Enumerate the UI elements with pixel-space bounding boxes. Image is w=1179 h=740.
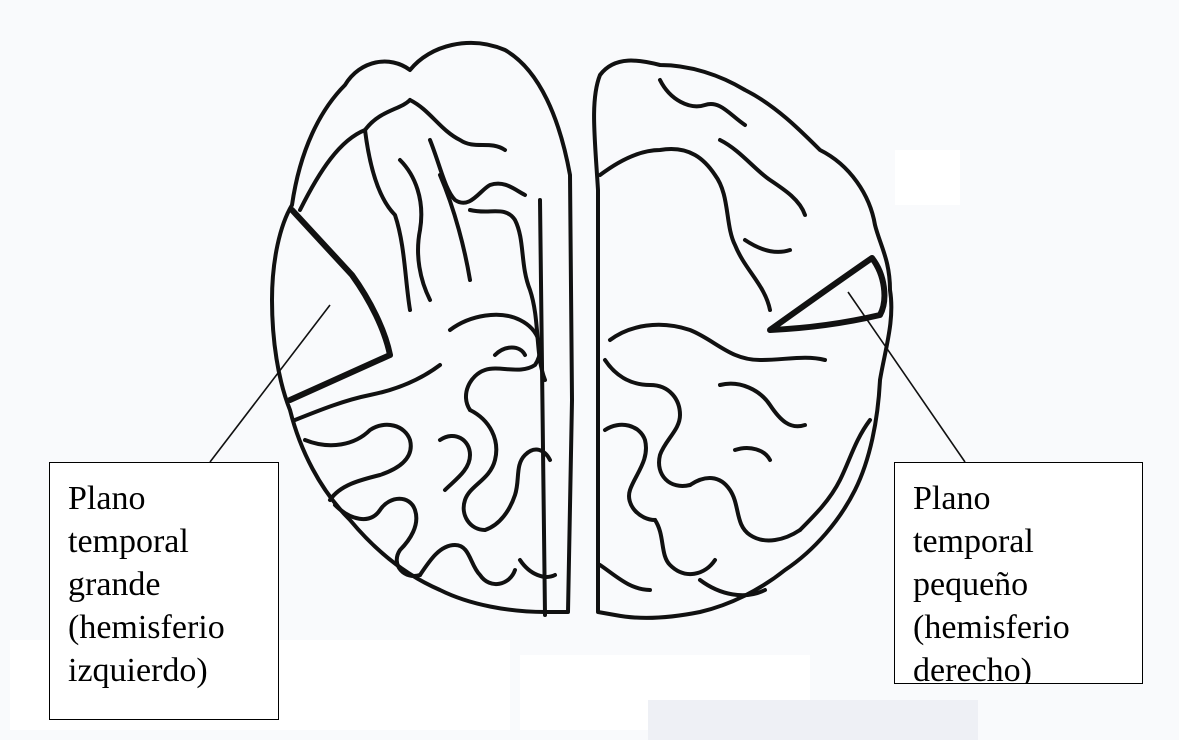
label-left-line-4: (hemisferio	[68, 606, 278, 649]
label-left-line-1: Plano	[68, 477, 278, 520]
label-right-line-4: (hemisferio	[913, 606, 1142, 649]
label-right-line-2: temporal	[913, 520, 1142, 563]
label-right-line-1: Plano	[913, 477, 1142, 520]
label-small-temporal-plane: Plano temporal pequeño (hemisferio derec…	[894, 462, 1143, 684]
label-right-line-3: pequeño	[913, 563, 1142, 606]
label-large-temporal-plane: Plano temporal grande (hemisferio izquie…	[49, 462, 279, 720]
label-left-line-2: temporal	[68, 520, 278, 563]
label-right-line-5: derecho)	[913, 649, 1142, 684]
label-left-line-3: grande	[68, 563, 278, 606]
label-left-line-5: izquierdo)	[68, 649, 278, 692]
